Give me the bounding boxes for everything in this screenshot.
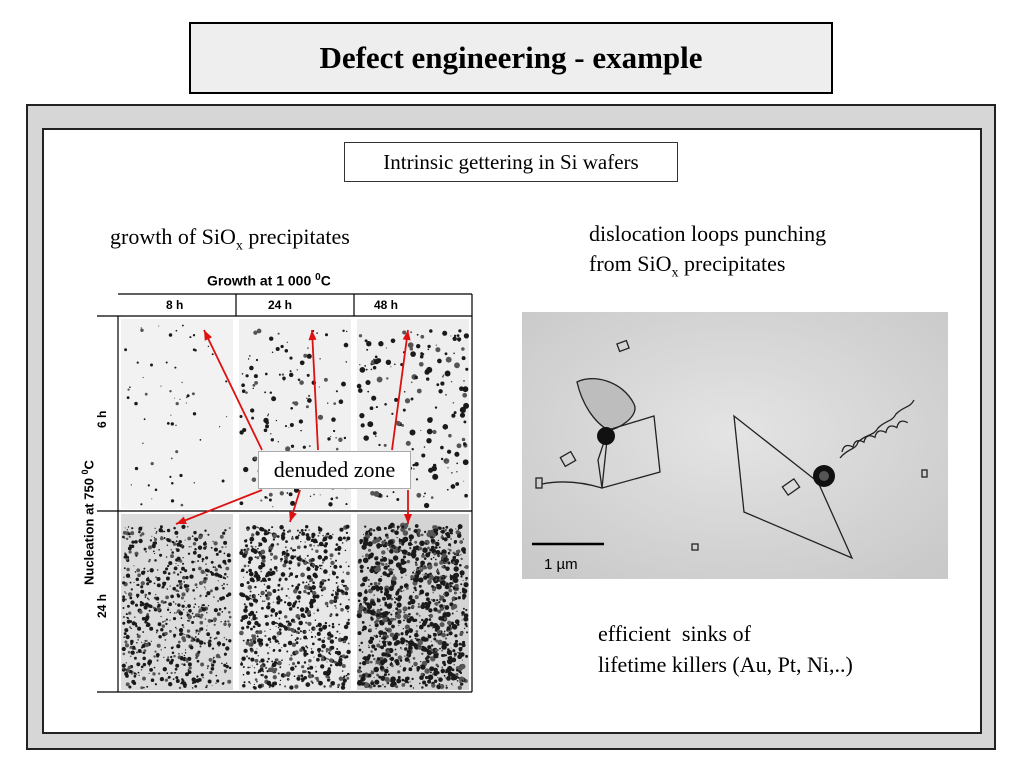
denuded-arrowhead-4	[176, 516, 187, 524]
dislocation-micrograph	[522, 312, 948, 579]
denuded-arrow-2	[311, 329, 319, 451]
small-loop-1	[559, 450, 577, 468]
small-loop-5	[921, 469, 928, 478]
denuded-arrow-1	[203, 329, 263, 451]
right-small-loop	[781, 477, 801, 497]
left-caption-suffix: precipitates	[242, 224, 350, 249]
denuded-arrowhead-2	[308, 330, 317, 341]
dislocation-loops	[535, 339, 928, 560]
left-caption: growth of SiOx precipitates	[110, 222, 350, 261]
column-label-8h: 8 h	[166, 298, 184, 312]
denuded-arrow-3	[391, 329, 409, 451]
right-caption-line2-sub: x	[671, 265, 679, 281]
panel-24h-24h-precipitates	[239, 524, 351, 690]
growth-title-prefix: Growth at 1 000	[207, 272, 316, 289]
denuded-arrow-4	[175, 489, 263, 525]
precipitate-cores	[597, 427, 835, 487]
micrograph-background	[522, 312, 948, 579]
scale-bar-label: 1 µm	[544, 556, 578, 573]
small-loop-2	[616, 339, 630, 353]
denuded-arrowhead-3	[402, 330, 411, 341]
denuded-arrowhead-1	[204, 330, 212, 341]
growth-title-suffix: C	[320, 272, 331, 289]
panel-24h-8h-precipitates	[121, 524, 232, 690]
small-loop-3	[535, 477, 543, 489]
subtitle: Intrinsic gettering in Si wafers	[383, 149, 639, 174]
bottom-caption-line1: efficient sinks of	[598, 621, 751, 646]
denuded-zone-arrows	[175, 329, 412, 525]
left-precipitate-halo	[576, 378, 636, 431]
column-label-24h: 24 h	[268, 298, 293, 312]
right-caption: dislocation loops punching from SiOx pre…	[589, 219, 826, 288]
left-caption-sub: x	[235, 238, 243, 254]
left-loop	[601, 415, 661, 489]
growth-title: Growth at 1 000 0C	[207, 272, 331, 289]
bottom-caption: efficient sinks of lifetime killers (Au,…	[598, 618, 853, 680]
panel-24h-48h-precipitates	[356, 522, 469, 690]
title-box: Defect engineering - example	[189, 22, 833, 94]
panel-6h-8h-precipitates	[124, 324, 228, 507]
left-dislocation-line	[541, 481, 603, 489]
column-label-48h: 48 h	[374, 298, 399, 312]
small-loop-4	[691, 543, 699, 551]
denuded-arrowhead-5	[289, 511, 297, 522]
grid-lines	[97, 293, 473, 693]
right-precipitate-center	[819, 471, 829, 481]
helix-coils	[841, 420, 909, 453]
helical-dislocation	[839, 399, 915, 459]
right-caption-line2: from SiOx precipitates	[589, 249, 826, 288]
page-title: Defect engineering - example	[319, 40, 703, 75]
subtitle-box: Intrinsic gettering in Si wafers	[344, 142, 678, 182]
left-precipitate-core	[597, 427, 615, 445]
panel-6h-8h	[121, 319, 233, 509]
right-caption-line2-suffix: precipitates	[678, 251, 786, 276]
panel-6h-48h-precipitates	[356, 329, 470, 509]
bottom-caption-line2: lifetime killers (Au, Pt, Ni,..)	[598, 652, 853, 677]
left-caption-prefix: growth of SiO	[110, 224, 236, 249]
right-loop	[733, 414, 854, 560]
denuded-zone-label: denuded zone	[258, 451, 411, 489]
right-caption-line1: dislocation loops punching	[589, 221, 827, 246]
denuded-arrowhead-6	[404, 514, 412, 524]
growth-title-sup: 0	[315, 272, 321, 283]
right-caption-line2-prefix: from SiO	[589, 251, 672, 276]
